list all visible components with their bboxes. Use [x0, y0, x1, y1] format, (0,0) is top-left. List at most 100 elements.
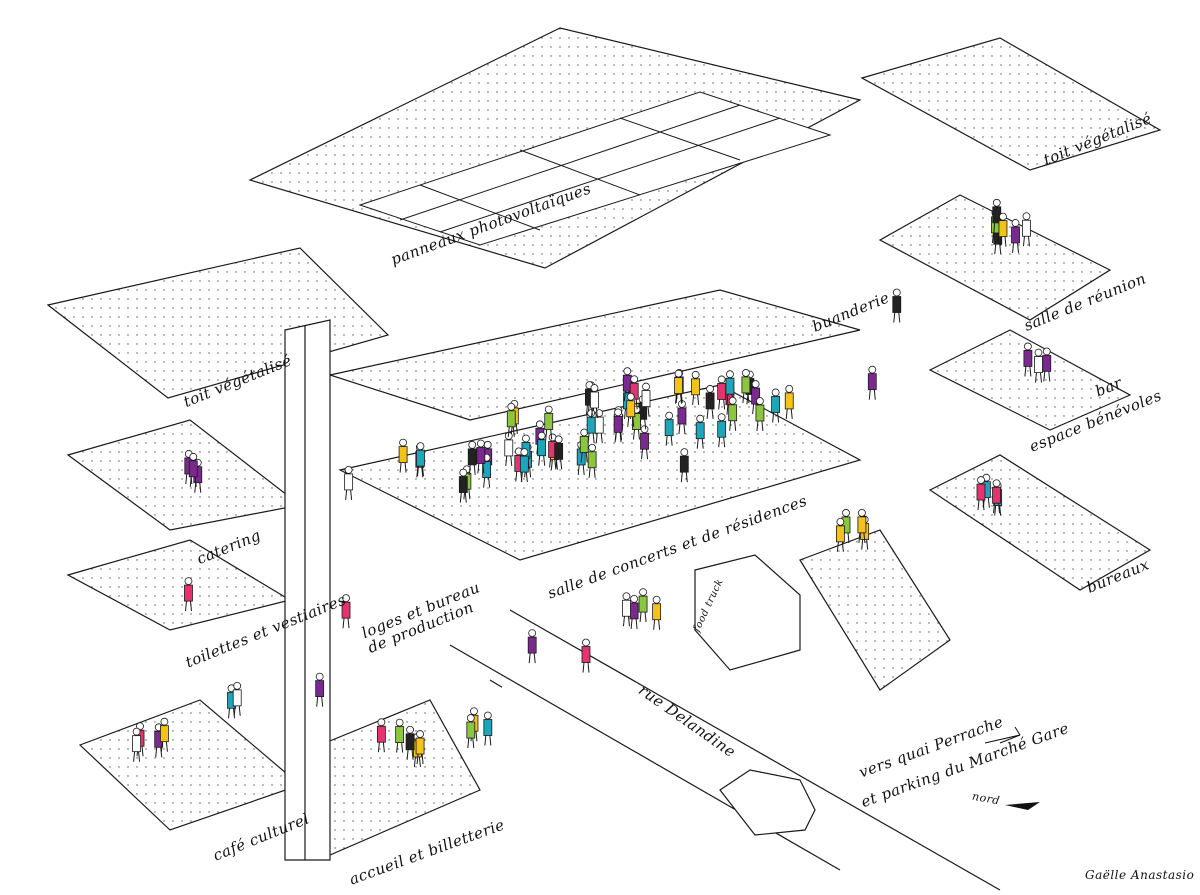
people	[132, 198, 1052, 768]
person-figure	[1042, 354, 1052, 372]
green-roof-right	[860, 37, 1162, 171]
person-head	[626, 392, 635, 401]
person-legs	[155, 747, 163, 758]
person-head	[342, 594, 350, 603]
person-legs	[893, 312, 901, 323]
person-figure	[677, 407, 687, 425]
person-figure	[755, 404, 765, 422]
person-figure	[587, 451, 597, 469]
person-head	[977, 476, 985, 484]
person-legs	[342, 618, 350, 629]
catering-floor	[66, 419, 302, 531]
person-legs	[590, 407, 598, 419]
person-legs	[1043, 371, 1051, 382]
person-figure	[622, 599, 631, 617]
person-legs	[1034, 372, 1042, 383]
person-head	[999, 212, 1007, 221]
person-figure	[315, 680, 325, 698]
person-figure	[857, 516, 867, 534]
person-legs	[377, 742, 385, 753]
person-legs	[467, 737, 475, 749]
bar-floor	[928, 329, 1132, 431]
person-legs	[413, 756, 421, 768]
person-figure	[398, 446, 408, 464]
person-legs	[718, 437, 726, 448]
person-figure	[674, 377, 683, 394]
person-head	[992, 198, 1001, 207]
person-head	[528, 629, 537, 638]
person-figure	[1034, 356, 1043, 373]
person-head	[466, 714, 475, 722]
person-figure	[586, 416, 596, 434]
food-truck	[694, 554, 801, 671]
person-figure	[632, 413, 641, 430]
person-head	[726, 370, 734, 379]
person-head	[470, 707, 478, 716]
person-head	[377, 718, 386, 727]
person-figure	[725, 377, 735, 395]
person-figure	[1022, 219, 1031, 237]
person-legs	[582, 662, 590, 673]
person-head	[136, 722, 144, 731]
person-head	[160, 717, 169, 726]
corridor	[327, 289, 861, 421]
person-legs	[639, 612, 647, 623]
person-legs	[678, 423, 686, 435]
person-legs	[1012, 242, 1020, 254]
person-legs	[580, 452, 588, 463]
person-legs	[1022, 236, 1030, 247]
person-figure	[416, 449, 425, 467]
person-legs	[642, 406, 650, 417]
person-figure	[652, 603, 662, 621]
person-figure	[1011, 226, 1020, 244]
person-figure	[679, 455, 689, 473]
person-head	[344, 466, 353, 474]
person-head	[717, 413, 726, 422]
person-head	[640, 425, 649, 434]
person-head	[696, 414, 705, 423]
person-head	[642, 382, 650, 391]
person-legs	[477, 463, 485, 474]
person-head	[717, 375, 726, 384]
person-legs	[587, 433, 595, 444]
person-figure	[784, 392, 794, 410]
person-head	[315, 672, 324, 681]
person-legs	[133, 751, 141, 762]
person-head	[614, 408, 622, 417]
person-legs	[641, 449, 649, 460]
person-head	[630, 375, 639, 384]
person-legs	[595, 433, 603, 444]
person-figure	[482, 461, 492, 479]
person-legs	[680, 472, 688, 483]
person-figure	[1023, 350, 1033, 367]
person-legs	[345, 489, 353, 500]
person-head	[756, 397, 764, 405]
person-figure	[579, 436, 589, 453]
person-legs	[675, 392, 683, 403]
person-legs	[160, 741, 168, 752]
north-arrow-icon	[1005, 802, 1040, 810]
person-head	[189, 452, 198, 461]
person-figure	[537, 439, 547, 457]
person-figure	[998, 220, 1008, 238]
person-figure	[405, 733, 415, 751]
person-figure	[626, 400, 636, 418]
person-head	[483, 440, 492, 449]
person-head	[665, 411, 674, 420]
meeting-room-floor	[878, 194, 1112, 321]
person-figure	[467, 448, 477, 466]
person-head	[1022, 212, 1031, 221]
person-figure	[160, 725, 169, 743]
person-head	[416, 730, 424, 738]
person-legs	[836, 541, 844, 552]
person-head	[771, 388, 780, 397]
person-legs	[772, 412, 780, 423]
person-legs	[189, 476, 197, 487]
green-roof-left	[46, 247, 390, 399]
person-head	[483, 711, 492, 720]
artist-signature: Gaëlle Anastasio	[1085, 868, 1195, 882]
person-figure	[728, 404, 738, 422]
person-figure	[519, 455, 529, 473]
person-head	[554, 435, 563, 444]
